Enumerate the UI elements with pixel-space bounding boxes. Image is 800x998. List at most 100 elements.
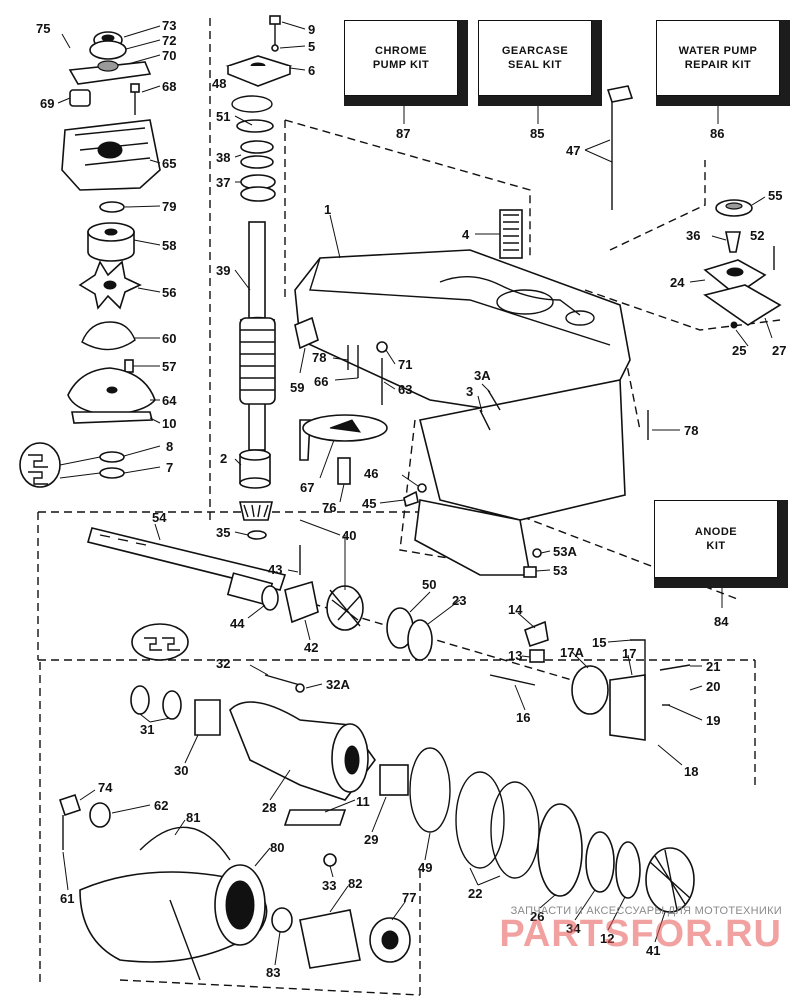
kit-gearcase-line2: SEAL KIT	[508, 59, 562, 71]
kit-anode-line2: KIT	[706, 540, 726, 552]
callout-1: 1	[324, 202, 331, 217]
callout-6: 6	[308, 63, 315, 78]
callout-2: 2	[220, 451, 227, 466]
kit-anode-line1: ANODE	[694, 526, 738, 538]
callout-44: 44	[230, 616, 245, 631]
watermark-caption: ЗАПЧАСТИ И АКСЕССУАРЫ ДЛЯ МОТОТЕХНИКИ	[510, 905, 782, 917]
kit-ref-gearcase: 85	[530, 126, 544, 141]
kit-waterpump-line2: REPAIR KIT	[684, 59, 752, 71]
kit-chrome-line2: PUMP KIT	[372, 59, 430, 71]
callout-82: 82	[348, 876, 362, 891]
callout-11: 11	[356, 794, 370, 809]
callout-56: 56	[162, 285, 176, 300]
callout-64: 64	[162, 393, 177, 408]
callout-69: 69	[40, 96, 54, 111]
callout-37: 37	[216, 175, 230, 190]
callout-67: 67	[300, 480, 314, 495]
kit-waterpump-line1: WATER PUMP	[678, 45, 758, 57]
callout-labels: 75 73 72 70 68 69 65 79 58 56 60 57 64 1…	[36, 18, 786, 980]
callout-32: 32	[216, 656, 230, 671]
driveshaft-stack	[225, 15, 293, 540]
callout-62: 62	[154, 798, 168, 813]
callout-3a: 3A	[474, 368, 491, 383]
callout-51: 51	[216, 109, 230, 124]
callout-53a: 53A	[553, 544, 577, 559]
kit-chrome-line1: CHROME	[375, 45, 427, 57]
callout-16: 16	[516, 710, 530, 725]
callout-41: 41	[646, 943, 660, 958]
callout-83: 83	[266, 965, 280, 980]
callout-75: 75	[36, 21, 50, 36]
callout-59: 59	[290, 380, 304, 395]
callout-9: 9	[308, 22, 315, 37]
chrome-pump-kit-face: CHROME PUMP KIT	[344, 20, 458, 96]
callout-36: 36	[686, 228, 700, 243]
callout-29: 29	[364, 832, 378, 847]
callout-26: 26	[530, 909, 544, 924]
callout-74: 74	[98, 780, 113, 795]
callout-8: 8	[166, 439, 173, 454]
callout-30: 30	[174, 763, 188, 778]
callout-78b: 78	[684, 423, 698, 438]
callout-49: 49	[418, 860, 432, 875]
callout-58: 58	[162, 238, 176, 253]
callout-22: 22	[468, 886, 482, 901]
callout-76: 76	[322, 500, 336, 515]
callout-5: 5	[308, 39, 315, 54]
callout-52: 52	[750, 228, 764, 243]
callout-57: 57	[162, 359, 176, 374]
callout-47: 47	[566, 143, 580, 158]
callout-72: 72	[162, 33, 176, 48]
callout-33: 33	[322, 878, 336, 893]
callout-38: 38	[216, 150, 230, 165]
callout-32a: 32A	[326, 677, 350, 692]
callout-23: 23	[452, 593, 466, 608]
callout-73: 73	[162, 18, 176, 33]
callout-20: 20	[706, 679, 720, 694]
callout-28: 28	[262, 800, 276, 815]
callout-79: 79	[162, 199, 176, 214]
callout-63: 63	[398, 382, 412, 397]
kit-ref-labels: 87 85 86 84	[396, 126, 729, 629]
water-pump-repair-kit-box: WATER PUMP REPAIR KIT	[656, 20, 790, 106]
callout-17: 17	[622, 646, 636, 661]
callout-4: 4	[462, 227, 470, 242]
callout-24: 24	[670, 275, 685, 290]
callout-12: 12	[600, 931, 614, 946]
callout-27: 27	[772, 343, 786, 358]
callout-35: 35	[216, 525, 230, 540]
callout-39: 39	[216, 263, 230, 278]
callout-14: 14	[508, 602, 523, 617]
kit-leaders	[403, 106, 723, 608]
callout-53: 53	[553, 563, 567, 578]
callout-43: 43	[268, 562, 282, 577]
water-pump-repair-kit-face: WATER PUMP REPAIR KIT	[656, 20, 780, 96]
kit-gearcase-line1: GEARCASE	[501, 45, 569, 57]
callout-40: 40	[342, 528, 356, 543]
callout-81: 81	[186, 810, 200, 825]
callout-15: 15	[592, 635, 606, 650]
callout-42: 42	[304, 640, 318, 655]
callout-65: 65	[162, 156, 176, 171]
callout-17a: 17A	[560, 645, 584, 660]
anode-kit-face: ANODE KIT	[654, 500, 778, 578]
callout-80: 80	[270, 840, 284, 855]
callout-78a: 78	[312, 350, 326, 365]
callout-18: 18	[684, 764, 698, 779]
callout-leaders	[57, 21, 773, 966]
callout-50: 50	[422, 577, 436, 592]
callout-61: 61	[60, 891, 74, 906]
callout-66: 66	[314, 374, 328, 389]
watermark-brand: PARTSFOR.RU	[499, 913, 782, 955]
callout-19: 19	[706, 713, 720, 728]
callout-55: 55	[768, 188, 782, 203]
callout-3: 3	[466, 384, 473, 399]
callout-21: 21	[706, 659, 720, 674]
callout-70: 70	[162, 48, 176, 63]
gearcase-seal-kit-face: GEARCASE SEAL KIT	[478, 20, 592, 96]
callout-10: 10	[162, 416, 176, 431]
kit-ref-chrome: 87	[396, 126, 410, 141]
gearcase-seal-kit-box: GEARCASE SEAL KIT	[478, 20, 602, 106]
callout-71: 71	[398, 357, 412, 372]
